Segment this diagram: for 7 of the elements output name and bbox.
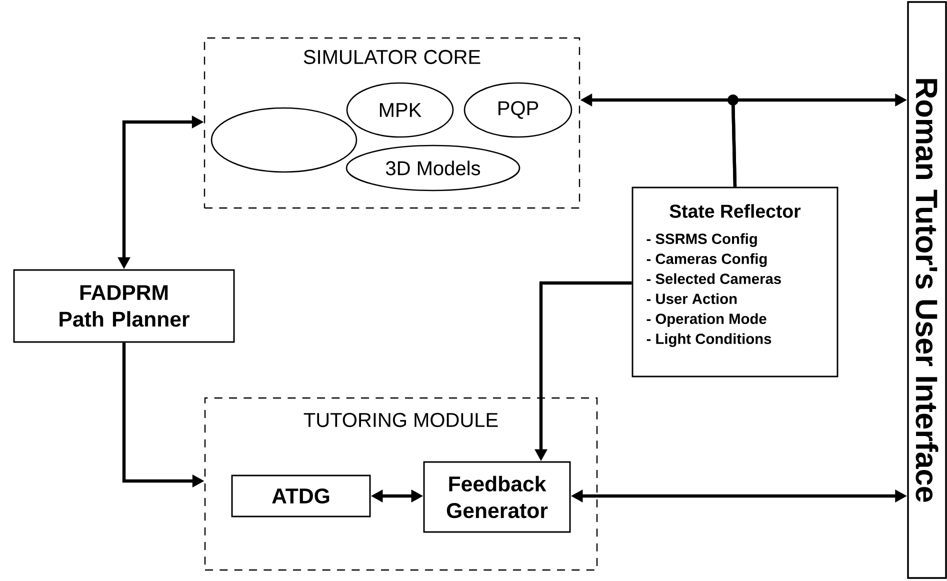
process-box: ATDG <box>231 474 371 518</box>
junction-dot <box>728 94 738 106</box>
interface-bar: Roman Tutor's User Interface <box>907 1 947 579</box>
process-box: Feedback Generator <box>423 461 571 533</box>
component-ellipse <box>210 107 358 173</box>
state-box: State Reflector - SSRMS Config - Cameras Config - Selected Cameras - User Action - Operation Mode - Light Conditions <box>632 186 838 378</box>
process-box: FADPRM Path Planner <box>13 269 235 343</box>
